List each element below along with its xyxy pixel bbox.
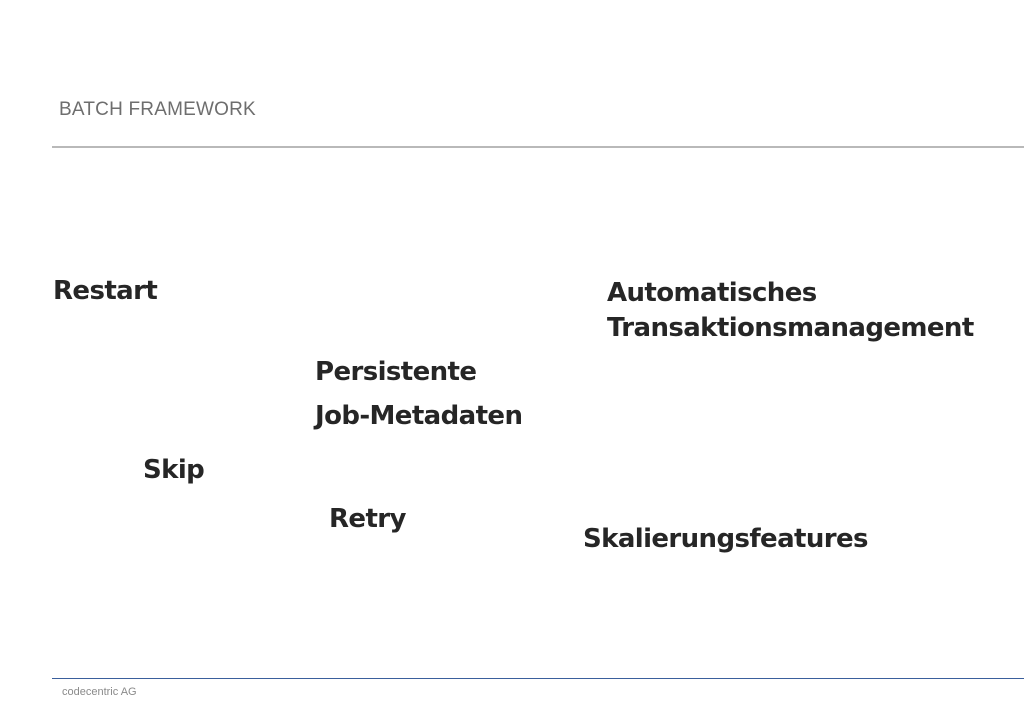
term-transaction-management: Automatisches Transaktionsmanagement: [607, 276, 974, 346]
footer-company: codecentric AG: [62, 686, 137, 698]
term-scaling-features: Skalierungsfeatures: [583, 524, 869, 554]
term-transaction-line-2: Transaktionsmanagement: [607, 313, 974, 343]
term-retry: Retry: [329, 504, 406, 534]
footer-divider: [52, 678, 1024, 679]
term-metadata-line-2: Job-Metadaten: [315, 401, 523, 431]
term-skip: Skip: [143, 455, 205, 485]
slide-title: BATCH FRAMEWORK: [59, 99, 256, 120]
term-transaction-line-1: Automatisches: [607, 278, 817, 308]
term-restart: Restart: [53, 276, 158, 306]
header-divider: [52, 146, 1024, 148]
term-job-metadata: Persistente Job-Metadaten: [315, 350, 523, 438]
term-metadata-line-1: Persistente: [315, 357, 477, 387]
